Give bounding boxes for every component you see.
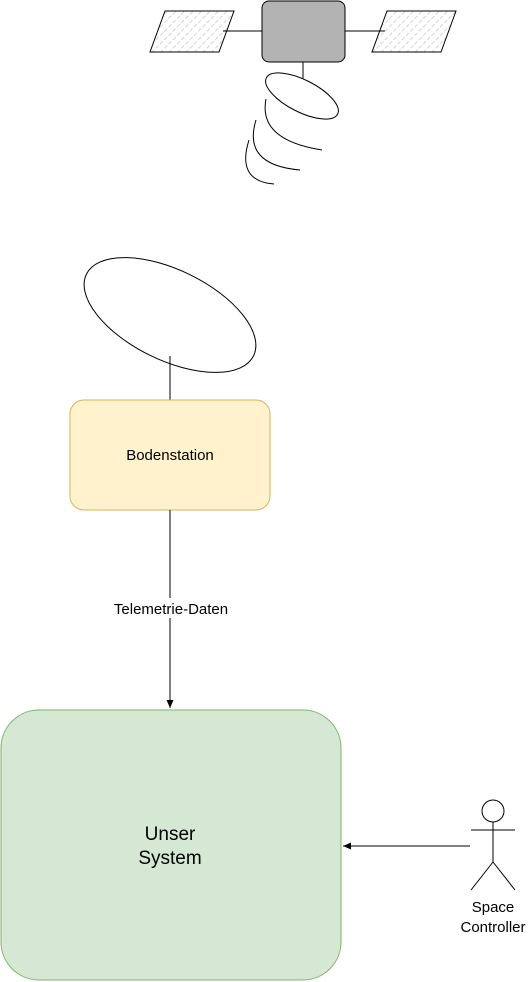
signal-waves-icon xyxy=(245,98,323,185)
solar-panel-left-icon xyxy=(149,10,235,53)
telemetry-edge: Telemetrie-Daten xyxy=(114,510,228,708)
system-node[interactable]: Unser System xyxy=(0,709,342,981)
satellite-dish-icon xyxy=(265,72,339,120)
system-label-line2: System xyxy=(138,848,201,869)
telemetry-label: Telemetrie-Daten xyxy=(114,601,228,618)
ground-station-node[interactable]: Bodenstation xyxy=(69,399,271,511)
solar-panel-right-icon xyxy=(371,10,457,53)
satellite-icon xyxy=(149,0,457,185)
system-label-line1: Unser xyxy=(145,824,196,845)
stick-figure-icon xyxy=(470,799,516,891)
satellite-body xyxy=(261,0,346,63)
ground-station-label: Bodenstation xyxy=(126,447,214,464)
actor-label-line2: Controller xyxy=(460,919,525,936)
actor-label-line1: Space xyxy=(472,899,515,916)
dish-antenna-icon xyxy=(83,257,257,400)
actor-label: Space Controller xyxy=(460,899,525,936)
